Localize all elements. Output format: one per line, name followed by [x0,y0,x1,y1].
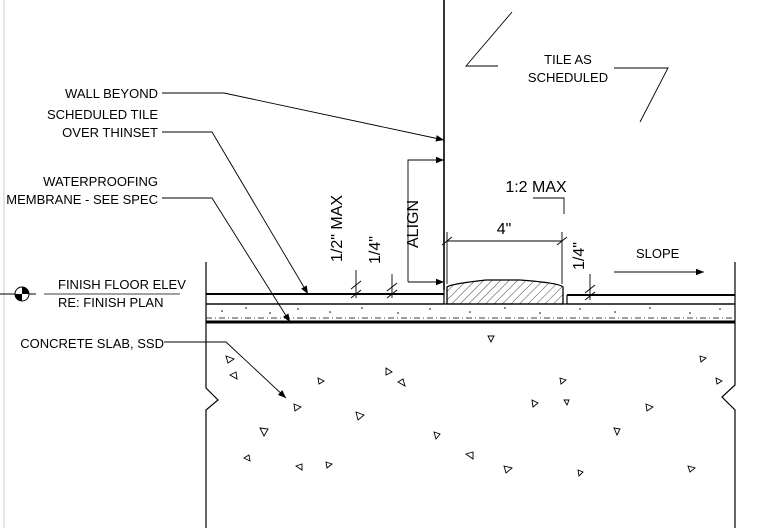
dimension-lines [350,156,596,301]
threshold-saddle [446,279,564,305]
dim-quarter-left: 1/4" [367,236,384,264]
tile-layer-right [566,294,735,305]
leader-lines [162,11,704,399]
label-wall-beyond: WALL BEYOND [65,86,158,101]
label-finish-floor-elev: FINISH FLOOR ELEV [58,277,186,292]
dim-width: 4" [497,221,512,238]
tile-layer-left [206,290,445,305]
elevation-target-icon [0,286,180,302]
label-slope: SLOPE [636,246,680,261]
concrete-slab [205,262,736,528]
dim-ratio: 1:2 MAX [505,179,567,196]
dim-half-inch-max: 1/2" MAX [329,195,346,262]
label-waterproofing: WATERPROOFING [43,174,158,189]
label-tile-as: TILE AS [544,52,592,67]
dim-quarter-right: 1/4" [571,242,588,270]
label-scheduled: SCHEDULED [528,70,608,85]
label-concrete-slab: CONCRETE SLAB, SSD [20,336,164,351]
label-re-finish-plan: RE: FINISH PLAN [58,295,163,310]
dim-align: ALIGN [405,200,422,248]
label-over-thinset: OVER THINSET [62,125,158,140]
thinset-bed [206,303,735,319]
label-scheduled-tile: SCHEDULED TILE [47,107,158,122]
label-membrane-spec: MEMBRANE - SEE SPEC [6,192,158,207]
